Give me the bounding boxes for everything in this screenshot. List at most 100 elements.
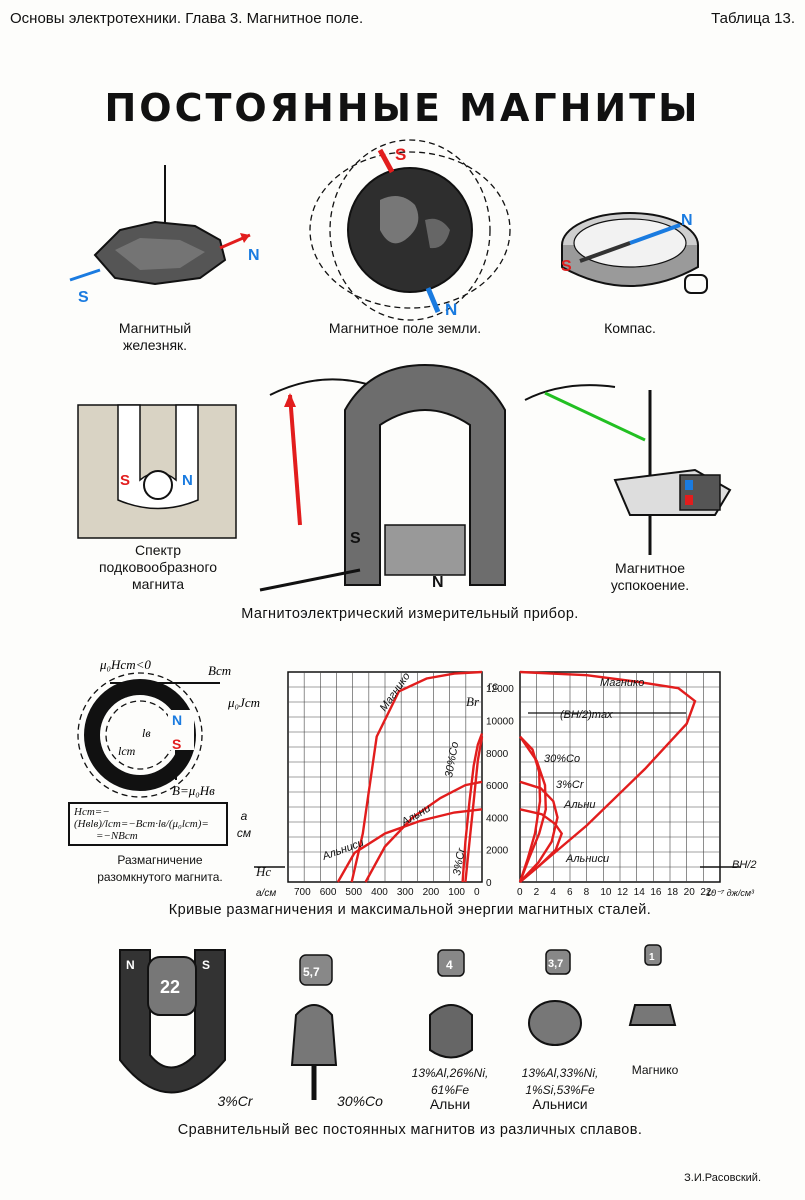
magniko-name: Магнико: [631, 1063, 679, 1077]
formula-unit: a см: [236, 809, 252, 840]
y-unit-label: гс: [488, 679, 498, 693]
alnisi-composition: 13%Al,33%Ni, 1%Si,53%Fe: [521, 1066, 599, 1097]
curve-label-alnisi-r: Альниси: [565, 853, 609, 865]
left-tick-label: 500: [345, 887, 362, 898]
compass-illustration: N S: [561, 212, 708, 294]
curve-label-30co-r: 30%Co: [544, 753, 580, 765]
compass-label-n: N: [681, 212, 693, 229]
spectrum-label-n: N: [182, 472, 193, 489]
label-3cr: 3%Cr: [217, 1093, 253, 1109]
y-tick-label: 12000: [486, 684, 514, 695]
left-tick-label: 600: [320, 887, 337, 898]
weights-caption: Сравнительный вес постоянных магнитов из…: [177, 1122, 643, 1138]
alni-composition: 13%Al,26%Ni, 61%Fe: [411, 1066, 489, 1097]
curve-label-3cr: 3%Cr: [451, 846, 468, 876]
right-axis-unit: 10⁻⁷ дж/см³: [706, 888, 755, 898]
compass-label-s: S: [561, 258, 572, 275]
damping-illustration: [524, 384, 732, 555]
weight-22: 22: [160, 977, 180, 997]
spectrum-illustration: S N: [77, 404, 237, 539]
formula-line2: =−NBст: [96, 830, 138, 842]
demag-label-n: N: [172, 712, 182, 728]
demag-mu-hst: μ₀Hст<0: [99, 657, 151, 672]
demag-caption: Размагничение разомкнутого магнита.: [97, 853, 223, 884]
curve-label-3cr-r: 3%Cr: [556, 779, 585, 791]
demag-curve-3: [464, 736, 484, 883]
left-tick-label: 700: [294, 887, 311, 898]
instrument-illustration: S N: [259, 363, 506, 592]
left-tick-label: 100: [448, 887, 465, 898]
right-tick-label: 8: [584, 887, 590, 898]
energy-curve-0: [519, 670, 697, 883]
right-tick-label: 18: [667, 887, 679, 898]
demag-illustration: N S μ₀Hст<0 Bст μ₀Jст lв lст B=μ₀Hв: [77, 657, 260, 798]
weight-1: 1: [649, 952, 655, 963]
left-axis-unit: а/см: [256, 888, 276, 899]
y-tick-label: 4000: [486, 813, 509, 824]
right-tick-label: 6: [567, 887, 573, 898]
page-title: ПОСТОЯННЫЕ МАГНИТЫ: [104, 86, 701, 130]
earth-field-illustration: N S N: [309, 139, 511, 321]
y-tick-label: 0: [486, 878, 492, 889]
spectrum-caption: Спектр подковообразного магнита: [98, 542, 218, 592]
y-tick-label: 2000: [486, 846, 509, 857]
right-tick-label: 14: [634, 887, 646, 898]
horseshoe-label-n: N: [126, 958, 135, 972]
y-tick-label: 8000: [486, 749, 509, 760]
demag-lv: lв: [142, 726, 151, 740]
bhmax-label: (BH/2)max: [560, 709, 613, 721]
energy-curve-2: [518, 735, 548, 883]
ore-pole-n: N: [248, 247, 260, 264]
demag-lst: lст: [118, 744, 136, 758]
magnetic-ore-illustration: N S: [69, 165, 260, 306]
curve-label-magniko-r: Магнико: [600, 677, 644, 689]
label-30co: 30%Co: [337, 1093, 383, 1109]
demag-curve-4: [336, 808, 483, 883]
compass-caption: Компас.: [604, 320, 656, 336]
weight-4: 4: [446, 958, 453, 972]
demag-b: B=μ₀Hв: [172, 783, 215, 798]
energy-curve-4: [519, 808, 564, 883]
demag-formula: Hст=−(Hвlв)/lст=−Bст·lв/(μ₀lст)= =−NBст: [68, 802, 228, 846]
ore-pole-s: S: [78, 289, 89, 306]
instrument-label-s: S: [350, 530, 361, 547]
spectrum-label-s: S: [120, 472, 130, 489]
right-tick-label: 10: [600, 887, 612, 898]
ore-caption: Магнитный железняк.: [118, 320, 192, 353]
left-tick-label: 0: [474, 887, 480, 898]
alnisi-name: Альниси: [532, 1096, 588, 1112]
right-tick-label: 20: [684, 887, 696, 898]
right-tick-label: 0: [517, 887, 523, 898]
instrument-caption: Магнитоэлектрический измерительный прибо…: [241, 606, 579, 622]
demag-bst: Bст: [208, 663, 231, 678]
header-left: Основы электротехники. Глава 3. Магнитно…: [10, 10, 364, 27]
signature: З.И.Расовский.: [684, 1172, 761, 1184]
right-tick-label: 12: [617, 887, 629, 898]
energy-curve-3: [519, 780, 559, 883]
weight-57: 5,7: [303, 965, 320, 979]
left-tick-label: 200: [423, 887, 440, 898]
earth-caption: Магнитное поле земли.: [328, 320, 482, 336]
right-tick-label: 16: [650, 887, 662, 898]
demag-mujst: μ₀Jст: [227, 695, 260, 710]
damping-caption: Магнитное успокоение.: [610, 560, 690, 593]
left-tick-label: 400: [371, 887, 388, 898]
demag-curve-0: [350, 670, 483, 883]
demag-curve-2: [364, 780, 483, 883]
right-axis-label: BH/2: [732, 859, 756, 871]
right-tick-label: 22-: [700, 887, 714, 898]
y-axis-label: Br: [466, 694, 480, 709]
y-tick-label: 10000: [486, 716, 514, 727]
weights-illustration: N S 22 5,7 4 3,7 1: [119, 944, 677, 1100]
formula-line1: Hст=−(Hвlв)/lст=−Bст·lв/(μ₀lст)=: [74, 806, 209, 830]
alni-name: Альни: [429, 1096, 471, 1112]
horseshoe-label-s: S: [202, 958, 210, 972]
curves-caption: Кривые размагничения и максимальной энер…: [168, 902, 652, 918]
header-right: Таблица 13.: [711, 10, 795, 27]
y-tick-label: 6000: [486, 781, 509, 792]
right-tick-label: 2: [534, 887, 540, 898]
right-tick-label: 4: [550, 887, 556, 898]
earth-label-s: S: [395, 145, 406, 164]
